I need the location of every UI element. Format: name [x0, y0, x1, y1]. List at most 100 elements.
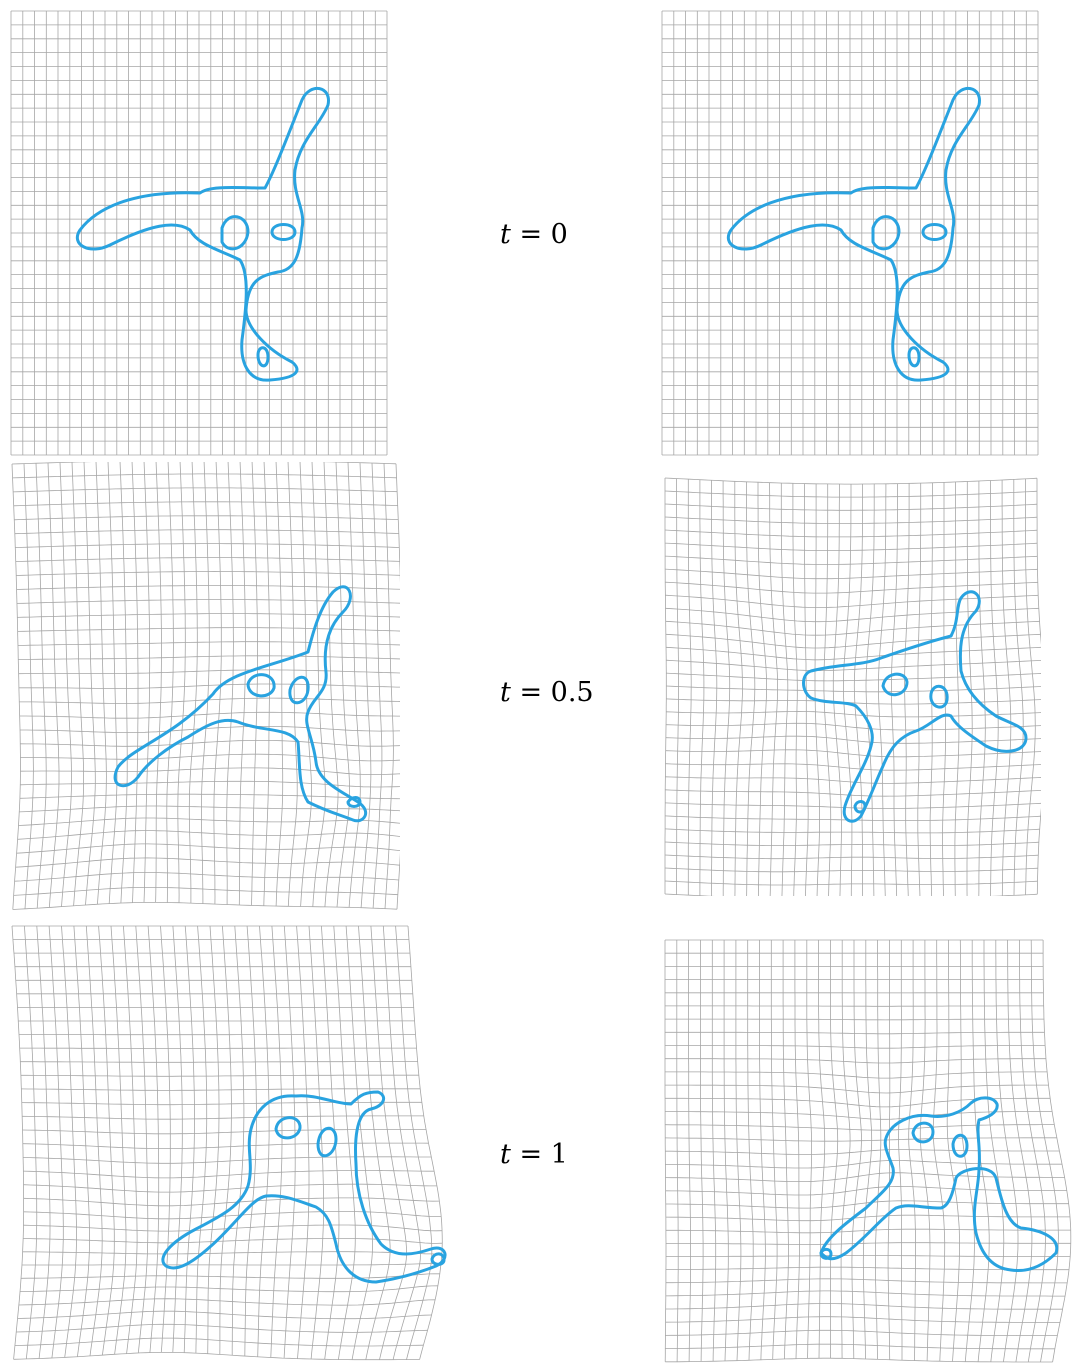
grid-line-vertical [120, 462, 127, 903]
grid-line-vertical [909, 940, 916, 1361]
grid-line-horizontal [18, 628, 400, 632]
grid-line-vertical [148, 926, 159, 1353]
grid-line-horizontal [22, 1116, 424, 1119]
grid-line-vertical [99, 926, 115, 1355]
grid-line-horizontal [665, 543, 1037, 551]
outer-contour [77, 88, 328, 380]
grid-line-vertical [771, 940, 777, 1359]
shape-outline [77, 88, 328, 380]
grid-line-vertical [891, 484, 897, 896]
shape-outline [728, 88, 979, 380]
grid-line-horizontal [15, 1338, 424, 1346]
grid-line-vertical [86, 926, 102, 1356]
grid-line-vertical [793, 483, 797, 896]
outer-contour [821, 1098, 1057, 1271]
grid-line-horizontal [665, 478, 1037, 484]
grid-line-horizontal [17, 844, 400, 853]
grid-line-vertical [12, 464, 21, 910]
hole-contour [276, 1118, 300, 1138]
grid-line-vertical [208, 926, 219, 1354]
deformed-grid [662, 11, 1038, 455]
hole-contour [272, 225, 295, 240]
grid-line-horizontal [19, 1299, 435, 1306]
grid-line-horizontal [666, 634, 1041, 648]
grid-line-vertical [700, 940, 703, 1362]
grid-line-horizontal [666, 621, 1040, 635]
grid-line-vertical [24, 926, 36, 1359]
grid-line-vertical [372, 463, 382, 908]
grid-line-vertical [48, 463, 59, 908]
t-label-row1: t = 0.5 [500, 677, 594, 708]
grid-line-horizontal [666, 686, 1041, 692]
panel-row2-right [661, 938, 1079, 1364]
grid-line-vertical [220, 926, 232, 1355]
grid-line-vertical [144, 462, 150, 902]
grid-line-horizontal [665, 1150, 1059, 1155]
t-label-row0: t = 0 [500, 219, 568, 250]
grid-line-vertical [348, 462, 360, 907]
grid-line-horizontal [20, 1286, 438, 1292]
grid-line-vertical [227, 462, 234, 905]
grid-line-vertical [161, 926, 171, 1352]
grid-line-vertical [167, 462, 174, 903]
grid-line-vertical [37, 926, 50, 1359]
grid-line-vertical [863, 940, 871, 1359]
grid-line-horizontal [18, 1311, 432, 1319]
grid-line-horizontal [665, 569, 1037, 579]
grid-line-horizontal [13, 902, 397, 909]
grid-line-horizontal [20, 794, 400, 799]
grid-line-horizontal [665, 1138, 1057, 1141]
grid-line-vertical [184, 926, 194, 1353]
grid-line-horizontal [22, 1264, 441, 1265]
grid-line-vertical [336, 462, 350, 907]
grid-line-horizontal [21, 1089, 420, 1091]
grid-line-horizontal [666, 1256, 1070, 1257]
grid-line-vertical [724, 940, 728, 1361]
grid-line-vertical [232, 926, 244, 1355]
t-value: 0.5 [551, 677, 594, 708]
grid-line-horizontal [23, 1143, 429, 1149]
grid-line-horizontal [665, 1358, 1052, 1362]
grid-line-vertical [136, 926, 148, 1353]
deformed-grid [665, 940, 1071, 1362]
grid-line-horizontal [665, 556, 1037, 564]
grid-line-horizontal [23, 1157, 431, 1164]
grid-line-vertical [852, 940, 862, 1359]
grid-line-horizontal [16, 1324, 427, 1332]
grid-line-vertical [24, 464, 33, 909]
grid-line-horizontal [666, 764, 1042, 771]
grid-line-horizontal [14, 887, 398, 895]
grid-line-horizontal [665, 595, 1038, 607]
grid-line-horizontal [21, 754, 401, 761]
grid-line-horizontal [665, 1085, 1049, 1093]
t-value: 1 [551, 1139, 568, 1170]
grid-line-vertical [736, 940, 741, 1361]
grid-line-vertical [689, 940, 691, 1362]
grid-line-horizontal [22, 1102, 422, 1104]
grid-line-vertical [833, 484, 841, 896]
grid-line-vertical [239, 462, 245, 905]
grid-line-vertical [824, 484, 831, 896]
grid-line-horizontal [665, 1344, 1055, 1349]
hole-contour [318, 1128, 336, 1155]
grid-line-horizontal [665, 1160, 1062, 1168]
grid-line-horizontal [666, 1186, 1067, 1195]
grid-line-vertical [920, 940, 930, 1361]
grid-line-vertical [712, 940, 715, 1361]
deformed-grid [12, 926, 442, 1360]
grid-line-vertical [62, 926, 77, 1357]
deformed-grid [11, 11, 387, 455]
grid-line-vertical [807, 940, 812, 1358]
grid-line-vertical [271, 926, 282, 1358]
grid-line-vertical [783, 940, 788, 1359]
hole-contour [855, 802, 865, 813]
grid-line-horizontal [19, 818, 401, 826]
grid-line-vertical [123, 926, 137, 1354]
hole-contour [923, 225, 946, 240]
grid-line-vertical [201, 462, 209, 904]
t-symbol: t [500, 677, 511, 708]
grid-line-vertical [178, 462, 186, 903]
grid-line-vertical [918, 483, 921, 896]
grid-line-horizontal [14, 1352, 420, 1359]
grid-line-horizontal [24, 1212, 442, 1219]
